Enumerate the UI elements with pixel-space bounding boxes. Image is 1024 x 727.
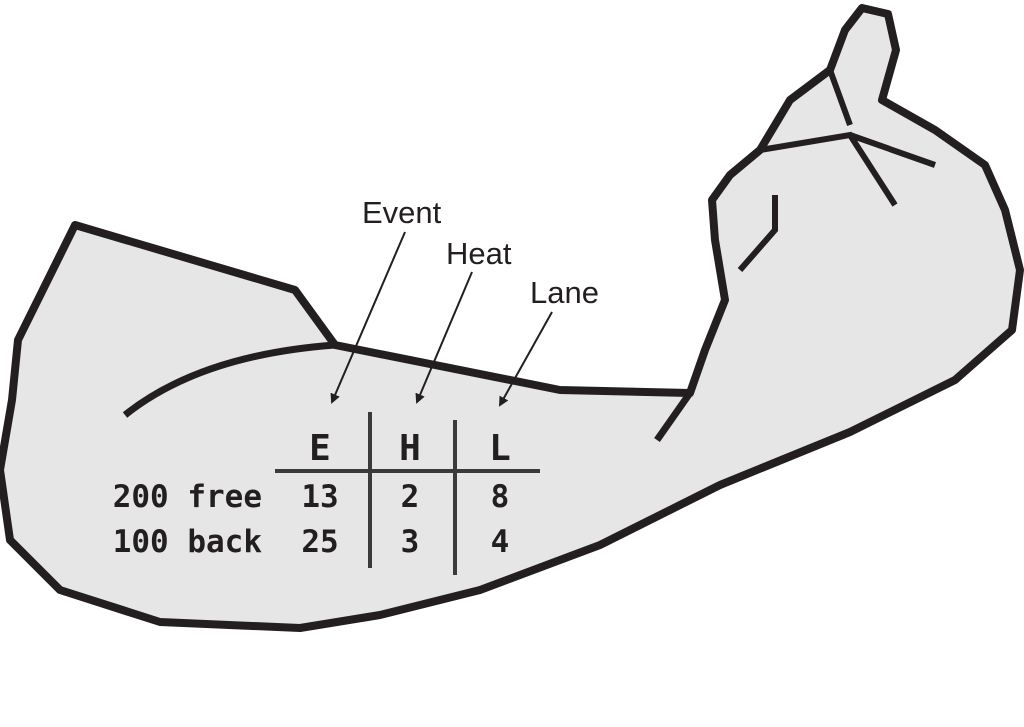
header-h: H [399, 428, 421, 469]
arrow-event [330, 231, 406, 404]
cell: 8 [491, 479, 510, 515]
label-lane: Lane [530, 275, 599, 310]
cell: 13 [301, 479, 338, 515]
arm-outline [0, 4, 1024, 632]
cell: 4 [491, 524, 510, 560]
arrow-lane [499, 311, 553, 407]
row-name: 200 free [113, 479, 262, 515]
cell: 25 [301, 524, 338, 560]
header-l: L [489, 428, 511, 469]
row-name: 100 back [113, 524, 263, 560]
cell: 2 [401, 479, 420, 515]
finger-lines [737, 68, 936, 272]
label-event: Event [362, 195, 442, 230]
cell: 3 [401, 524, 420, 560]
header-e: E [309, 428, 331, 469]
forearm-line [654, 390, 693, 443]
arrow-heat [415, 271, 473, 404]
label-heat: Heat [446, 236, 512, 271]
bicep-line [122, 341, 336, 418]
